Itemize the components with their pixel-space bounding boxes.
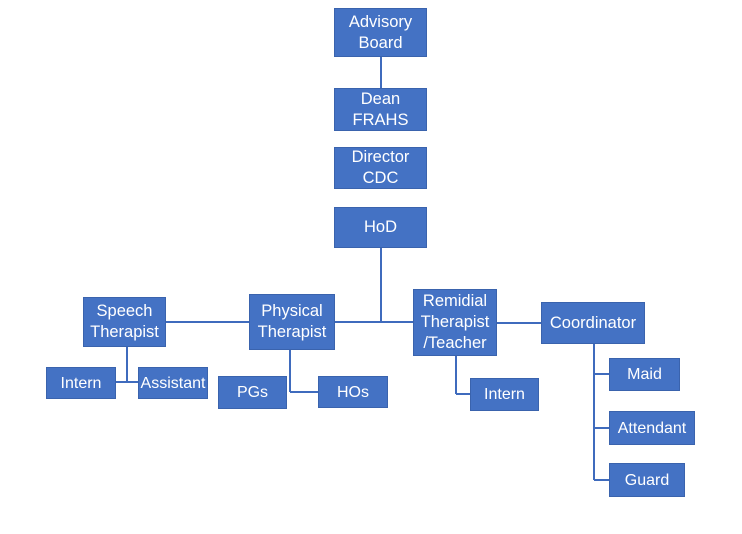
- hos-box: HOs: [318, 376, 388, 408]
- guard-box: Guard: [609, 463, 685, 497]
- speech-therapist-box: Speech Therapist: [83, 297, 166, 347]
- remedial-intern-box: Intern: [470, 378, 539, 411]
- physical-therapist-box: Physical Therapist: [249, 294, 335, 350]
- remedial-therapist-box: Remidial Therapist /Teacher: [413, 289, 497, 356]
- coordinator-box: Coordinator: [541, 302, 645, 344]
- speech-assistant-box: Assistant: [138, 367, 208, 399]
- maid-box: Maid: [609, 358, 680, 391]
- hod-box: HoD: [334, 207, 427, 248]
- director-box: Director CDC: [334, 147, 427, 189]
- advisory-board-box: Advisory Board: [334, 8, 427, 57]
- speech-intern-box: Intern: [46, 367, 116, 399]
- attendant-box: Attendant: [609, 411, 695, 445]
- dean-box: Dean FRAHS: [334, 88, 427, 131]
- pgs-box: PGs: [218, 376, 287, 409]
